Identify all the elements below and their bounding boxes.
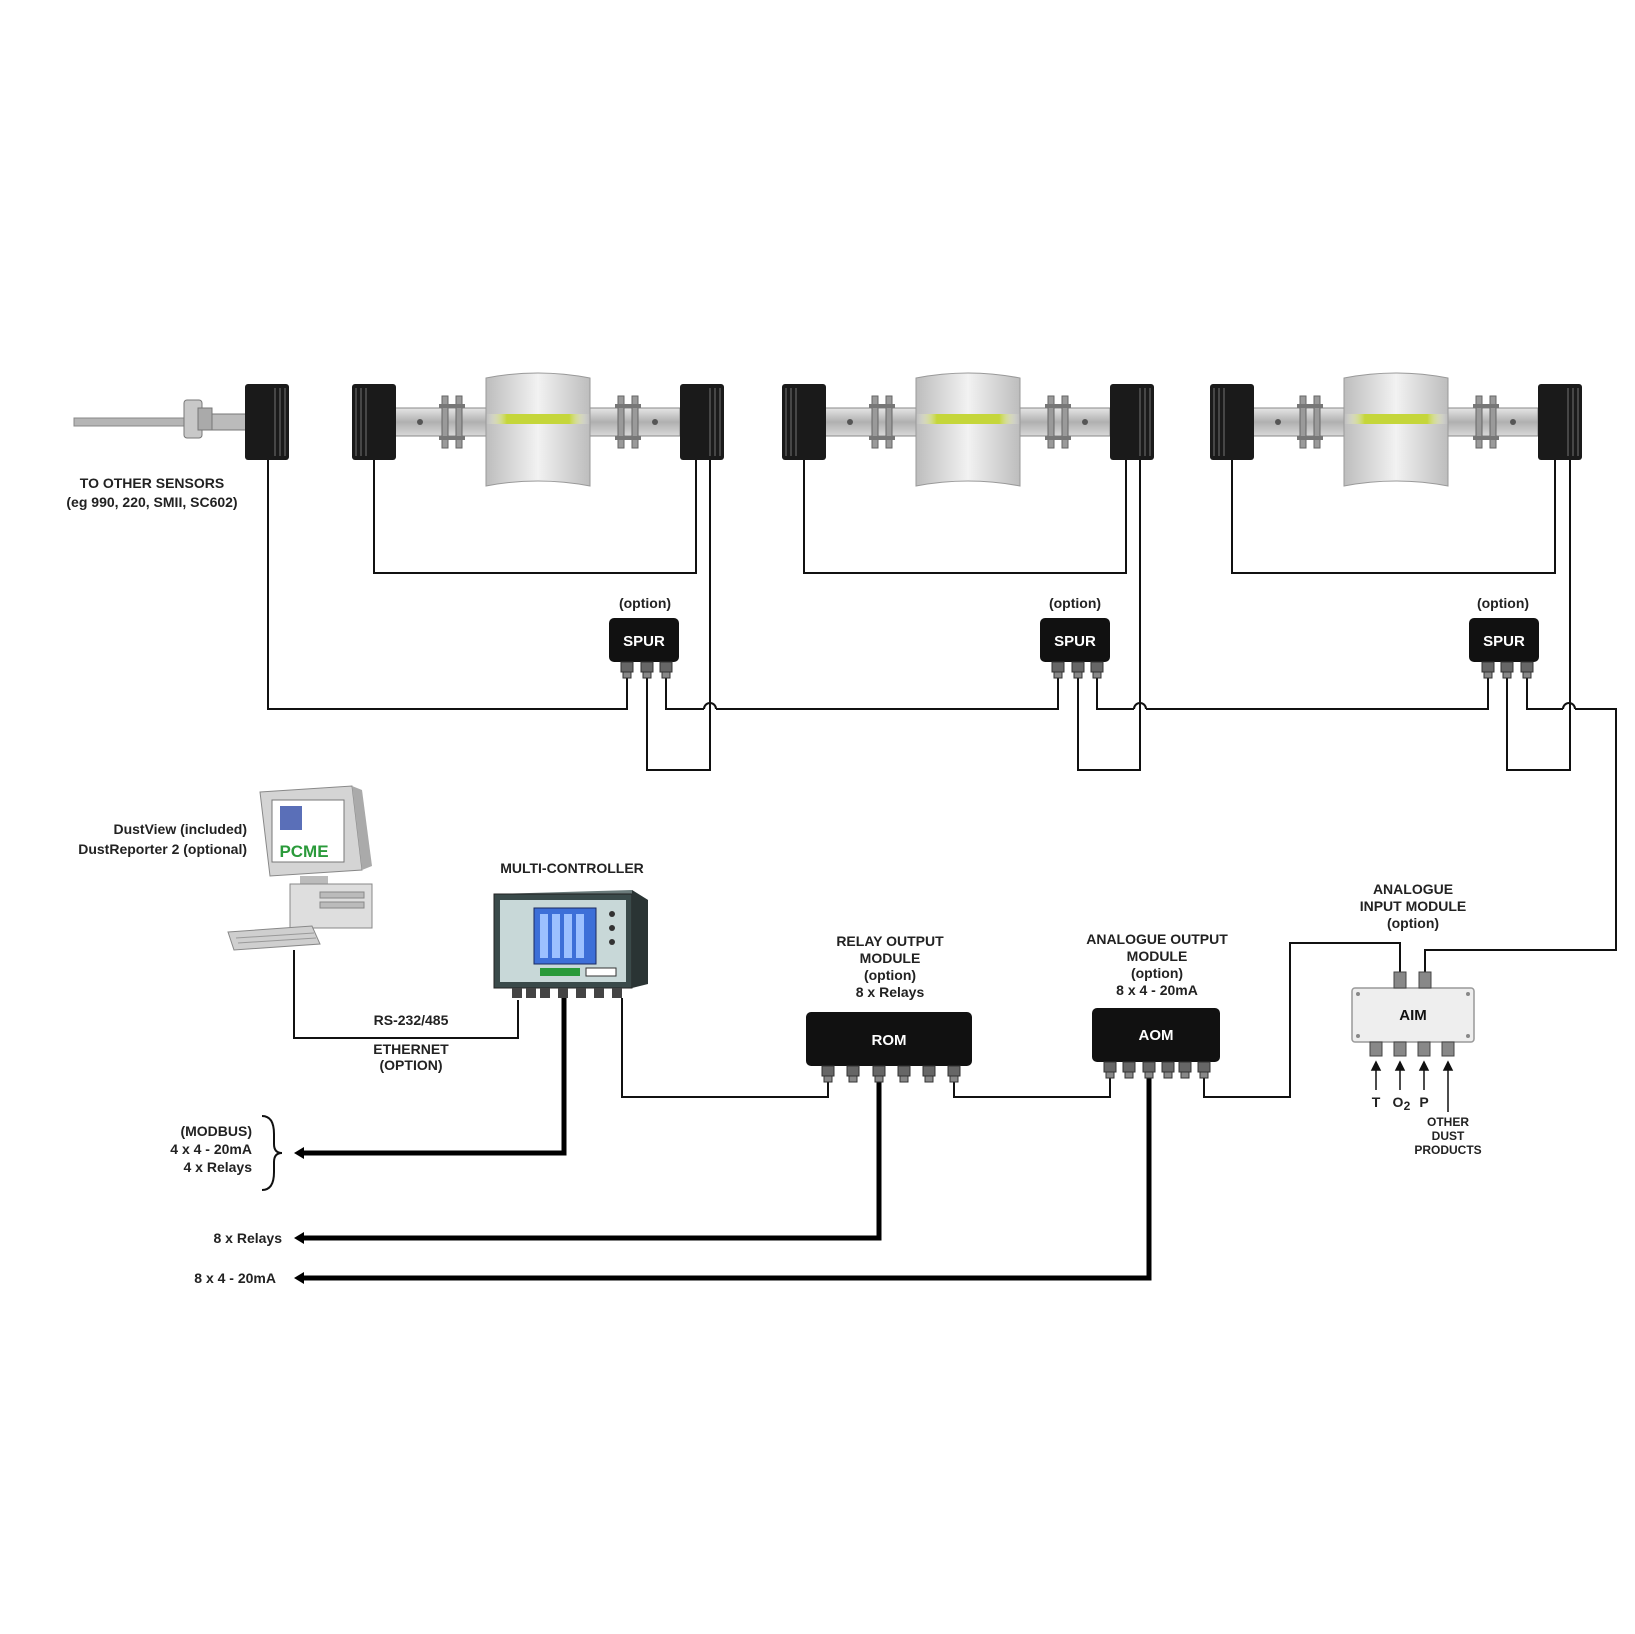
spur-box-3: (option) SPUR [1469, 595, 1539, 679]
rom-option: (option) [864, 967, 916, 983]
spur-box-2: (option) SPUR [1040, 595, 1110, 679]
duct-sensor-2 [781, 372, 1155, 487]
other-sensors-examples: (eg 990, 220, SMII, SC602) [66, 494, 237, 510]
ethernet-option-label: (OPTION) [380, 1057, 443, 1073]
wiring [267, 448, 1617, 1284]
modbus-analogue-label: 4 x 4 - 20mA [170, 1141, 252, 1157]
spur-box-1: (option) SPUR [609, 595, 679, 679]
rs232-label: RS-232/485 [374, 1012, 449, 1028]
other-dust-label-3: PRODUCTS [1414, 1143, 1481, 1157]
aom-output-label: 8 x 4 - 20mA [194, 1270, 276, 1286]
software-label-dustview: DustView (included) [113, 821, 247, 837]
rom-output-label: 8 x Relays [214, 1230, 283, 1246]
other-dust-label-2: DUST [1432, 1129, 1465, 1143]
brace [261, 1115, 283, 1191]
rom-title-module: MODULE [860, 950, 921, 966]
multi-controller: MULTI-CONTROLLER [493, 860, 648, 998]
spur-option-label: (option) [1477, 595, 1529, 611]
spur-option-label: (option) [619, 595, 671, 611]
software-label-dustreporter: DustReporter 2 (optional) [78, 841, 247, 857]
aom-title-module: MODULE [1127, 948, 1188, 964]
other-dust-label: OTHER [1427, 1115, 1469, 1129]
rom-label: ROM [872, 1032, 907, 1049]
spur-label: SPUR [1054, 633, 1096, 650]
duct-sensor-3 [1209, 372, 1583, 487]
input-temperature: T [1372, 1094, 1381, 1110]
other-sensors-label: TO OTHER SENSORS [80, 475, 224, 491]
spur-label: SPUR [623, 633, 665, 650]
spur-label: SPUR [1483, 633, 1525, 650]
measurement-beam [486, 414, 590, 424]
aim-option: (option) [1387, 915, 1439, 931]
pcme-logo-icon [280, 806, 302, 830]
aom-label: AOM [1139, 1027, 1174, 1044]
aom-title: ANALOGUE OUTPUT [1086, 931, 1228, 947]
measurement-beam [916, 414, 1020, 424]
pc-workstation: DustView (included) DustReporter 2 (opti… [78, 785, 373, 951]
multi-controller-label: MULTI-CONTROLLER [500, 860, 644, 876]
aom-option: (option) [1131, 965, 1183, 981]
input-pressure: P [1419, 1094, 1428, 1110]
pcme-logo-text: PCME [279, 842, 328, 861]
rom-relays: 8 x Relays [856, 984, 925, 1000]
measurement-beam [1344, 414, 1448, 424]
ethernet-label: ETHERNET [373, 1041, 449, 1057]
input-oxygen-subscript: 2 [1404, 1099, 1411, 1113]
rom-title: RELAY OUTPUT [836, 933, 944, 949]
aom-outputs: 8 x 4 - 20mA [1116, 982, 1198, 998]
modbus-relays-label: 4 x Relays [184, 1159, 253, 1175]
analogue-output-module: ANALOGUE OUTPUT MODULE (option) 8 x 4 - … [1086, 931, 1228, 1079]
analogue-input-module: ANALOGUE INPUT MODULE (option) AIM T O 2… [1351, 881, 1482, 1157]
aim-label: AIM [1399, 1007, 1427, 1024]
controller-outputs: (MODBUS) 4 x 4 - 20mA 4 x Relays [170, 1115, 283, 1191]
spur-option-label: (option) [1049, 595, 1101, 611]
relay-output-module: RELAY OUTPUT MODULE (option) 8 x Relays … [806, 933, 972, 1083]
input-oxygen: O [1393, 1094, 1404, 1110]
other-sensor-probe [73, 383, 290, 461]
modbus-label: (MODBUS) [180, 1123, 252, 1139]
duct-sensor-1 [351, 372, 725, 487]
aim-title: ANALOGUE [1373, 881, 1453, 897]
aim-title-module: INPUT MODULE [1360, 898, 1467, 914]
